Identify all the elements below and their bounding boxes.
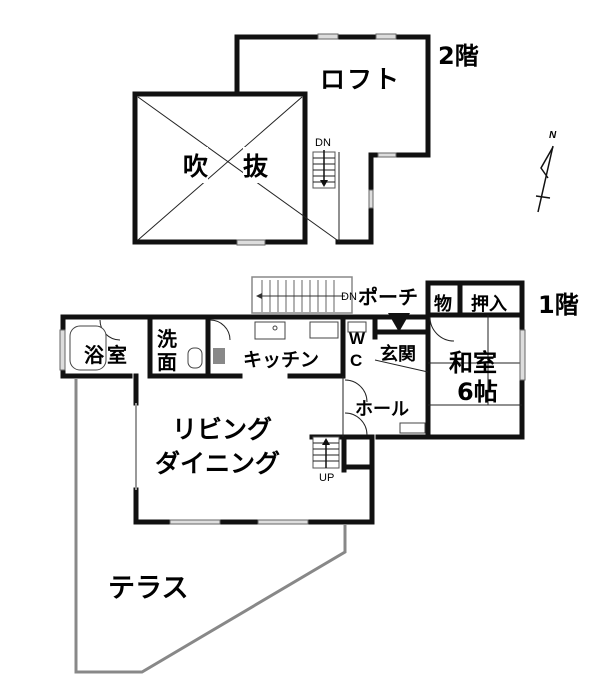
japanese-room-label-1: 和室 <box>449 349 497 377</box>
living-label-1: リビング <box>172 415 273 444</box>
terrace-label: テラス <box>108 573 189 604</box>
second-floor <box>132 33 431 246</box>
second-floor-label: 2階 <box>438 42 479 70</box>
bath-label-2: 室 <box>107 343 127 367</box>
wc-label-2: C <box>350 351 363 370</box>
closet-label: 押入 <box>471 294 507 315</box>
north-arrow-icon <box>535 145 554 213</box>
first-floor <box>59 276 526 674</box>
washroom-label-2: 面 <box>157 350 177 374</box>
loft-stairs <box>312 150 336 189</box>
void-label-left: 吹 <box>183 147 209 183</box>
entrance-marker-icon <box>388 313 410 332</box>
wc-label-1: W <box>349 329 366 348</box>
storage-label: 物 <box>434 294 452 315</box>
entrance-label: 玄関 <box>380 344 416 365</box>
living-label-2: ダイニング <box>155 449 281 478</box>
void-label-right: 抜 <box>243 147 269 183</box>
living-stair-up-label: UP <box>319 472 335 484</box>
porch-label: ポーチ <box>358 285 418 309</box>
japanese-room-label-2: 6帖 <box>457 378 498 406</box>
first-floor-label: 1階 <box>538 291 579 319</box>
loft-label: ロフト <box>320 65 402 94</box>
porch-stair-dn-label: DN <box>341 291 357 303</box>
compass-n-label: N <box>549 130 557 141</box>
living-stairs <box>312 436 340 469</box>
loft-stair-dn-label: DN <box>315 137 331 149</box>
terrace-outline <box>74 378 347 674</box>
bath-label-1: 浴 <box>84 343 104 367</box>
washroom-label-1: 洗 <box>157 327 177 351</box>
kitchen-label: キッチン <box>243 349 320 371</box>
hall-label: ホール <box>355 399 409 420</box>
